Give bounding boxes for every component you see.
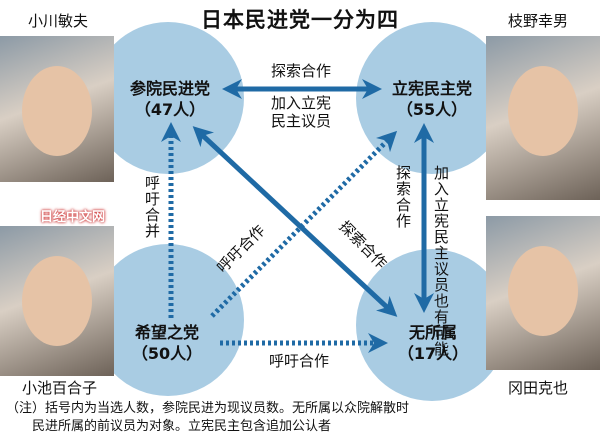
party-sanin-seats: （47人） [134, 100, 206, 119]
photo-bottom-left [0, 226, 114, 376]
label-sanin-rikken-bottom: 加入立宪 民主议员 [255, 94, 347, 130]
page-title: 日本民进党一分为四 [201, 8, 399, 32]
label-rikken-mushozoku-right: 加入立宪民主议员也有可能 [432, 165, 450, 357]
person-bottom-right: 冈田克也 [508, 379, 569, 397]
party-kibou: 希望之党 （50人） [122, 322, 212, 364]
watermark: 日经中文网 [40, 210, 106, 225]
person-top-right: 枝野幸男 [508, 12, 569, 30]
person-top-left: 小川敏夫 [28, 12, 89, 30]
party-sanin-name: 参院民进党 [129, 79, 210, 98]
footnote-line-2: 民进所属的前议员为对象。立宪民主包含追加公认者 [32, 419, 332, 434]
label-sanin-rikken-top: 探索合作 [270, 62, 331, 80]
party-rikken: 立宪民主党 （55人） [380, 78, 484, 120]
arrow-sanin-mushozoku [192, 126, 398, 317]
party-mushozoku-seats: （17人） [397, 344, 469, 363]
person-bottom-left: 小池百合子 [22, 379, 98, 397]
party-mushozoku-name: 无所属 [408, 323, 457, 342]
label-kibou-sanin: 呼吁合并 [143, 175, 161, 239]
footnote-line-1: （注）括号内为当选人数，参院民进为现议员数。无所属以众院解散时 [6, 401, 410, 416]
party-kibou-seats: （50人） [131, 344, 203, 363]
photo-top-right [486, 36, 600, 200]
party-mushozoku: 无所属 （17人） [388, 322, 478, 364]
photo-top-left [0, 36, 114, 182]
party-rikken-seats: （55人） [396, 100, 468, 119]
label-rikken-mushozoku-left: 探索合作 [394, 165, 412, 229]
label-line: 民主议员 [270, 112, 331, 130]
party-sanin: 参院民进党 （47人） [118, 78, 222, 120]
footnote: （注）括号内为当选人数，参院民进为现议员数。无所属以众院解散时 民进所属的前议员… [6, 400, 596, 436]
party-rikken-name: 立宪民主党 [391, 79, 472, 98]
party-kibou-name: 希望之党 [134, 323, 199, 342]
photo-bottom-right [486, 216, 600, 370]
label-kibou-mushozoku: 呼吁合作 [268, 352, 329, 370]
label-line: 加入立宪 [270, 94, 331, 112]
